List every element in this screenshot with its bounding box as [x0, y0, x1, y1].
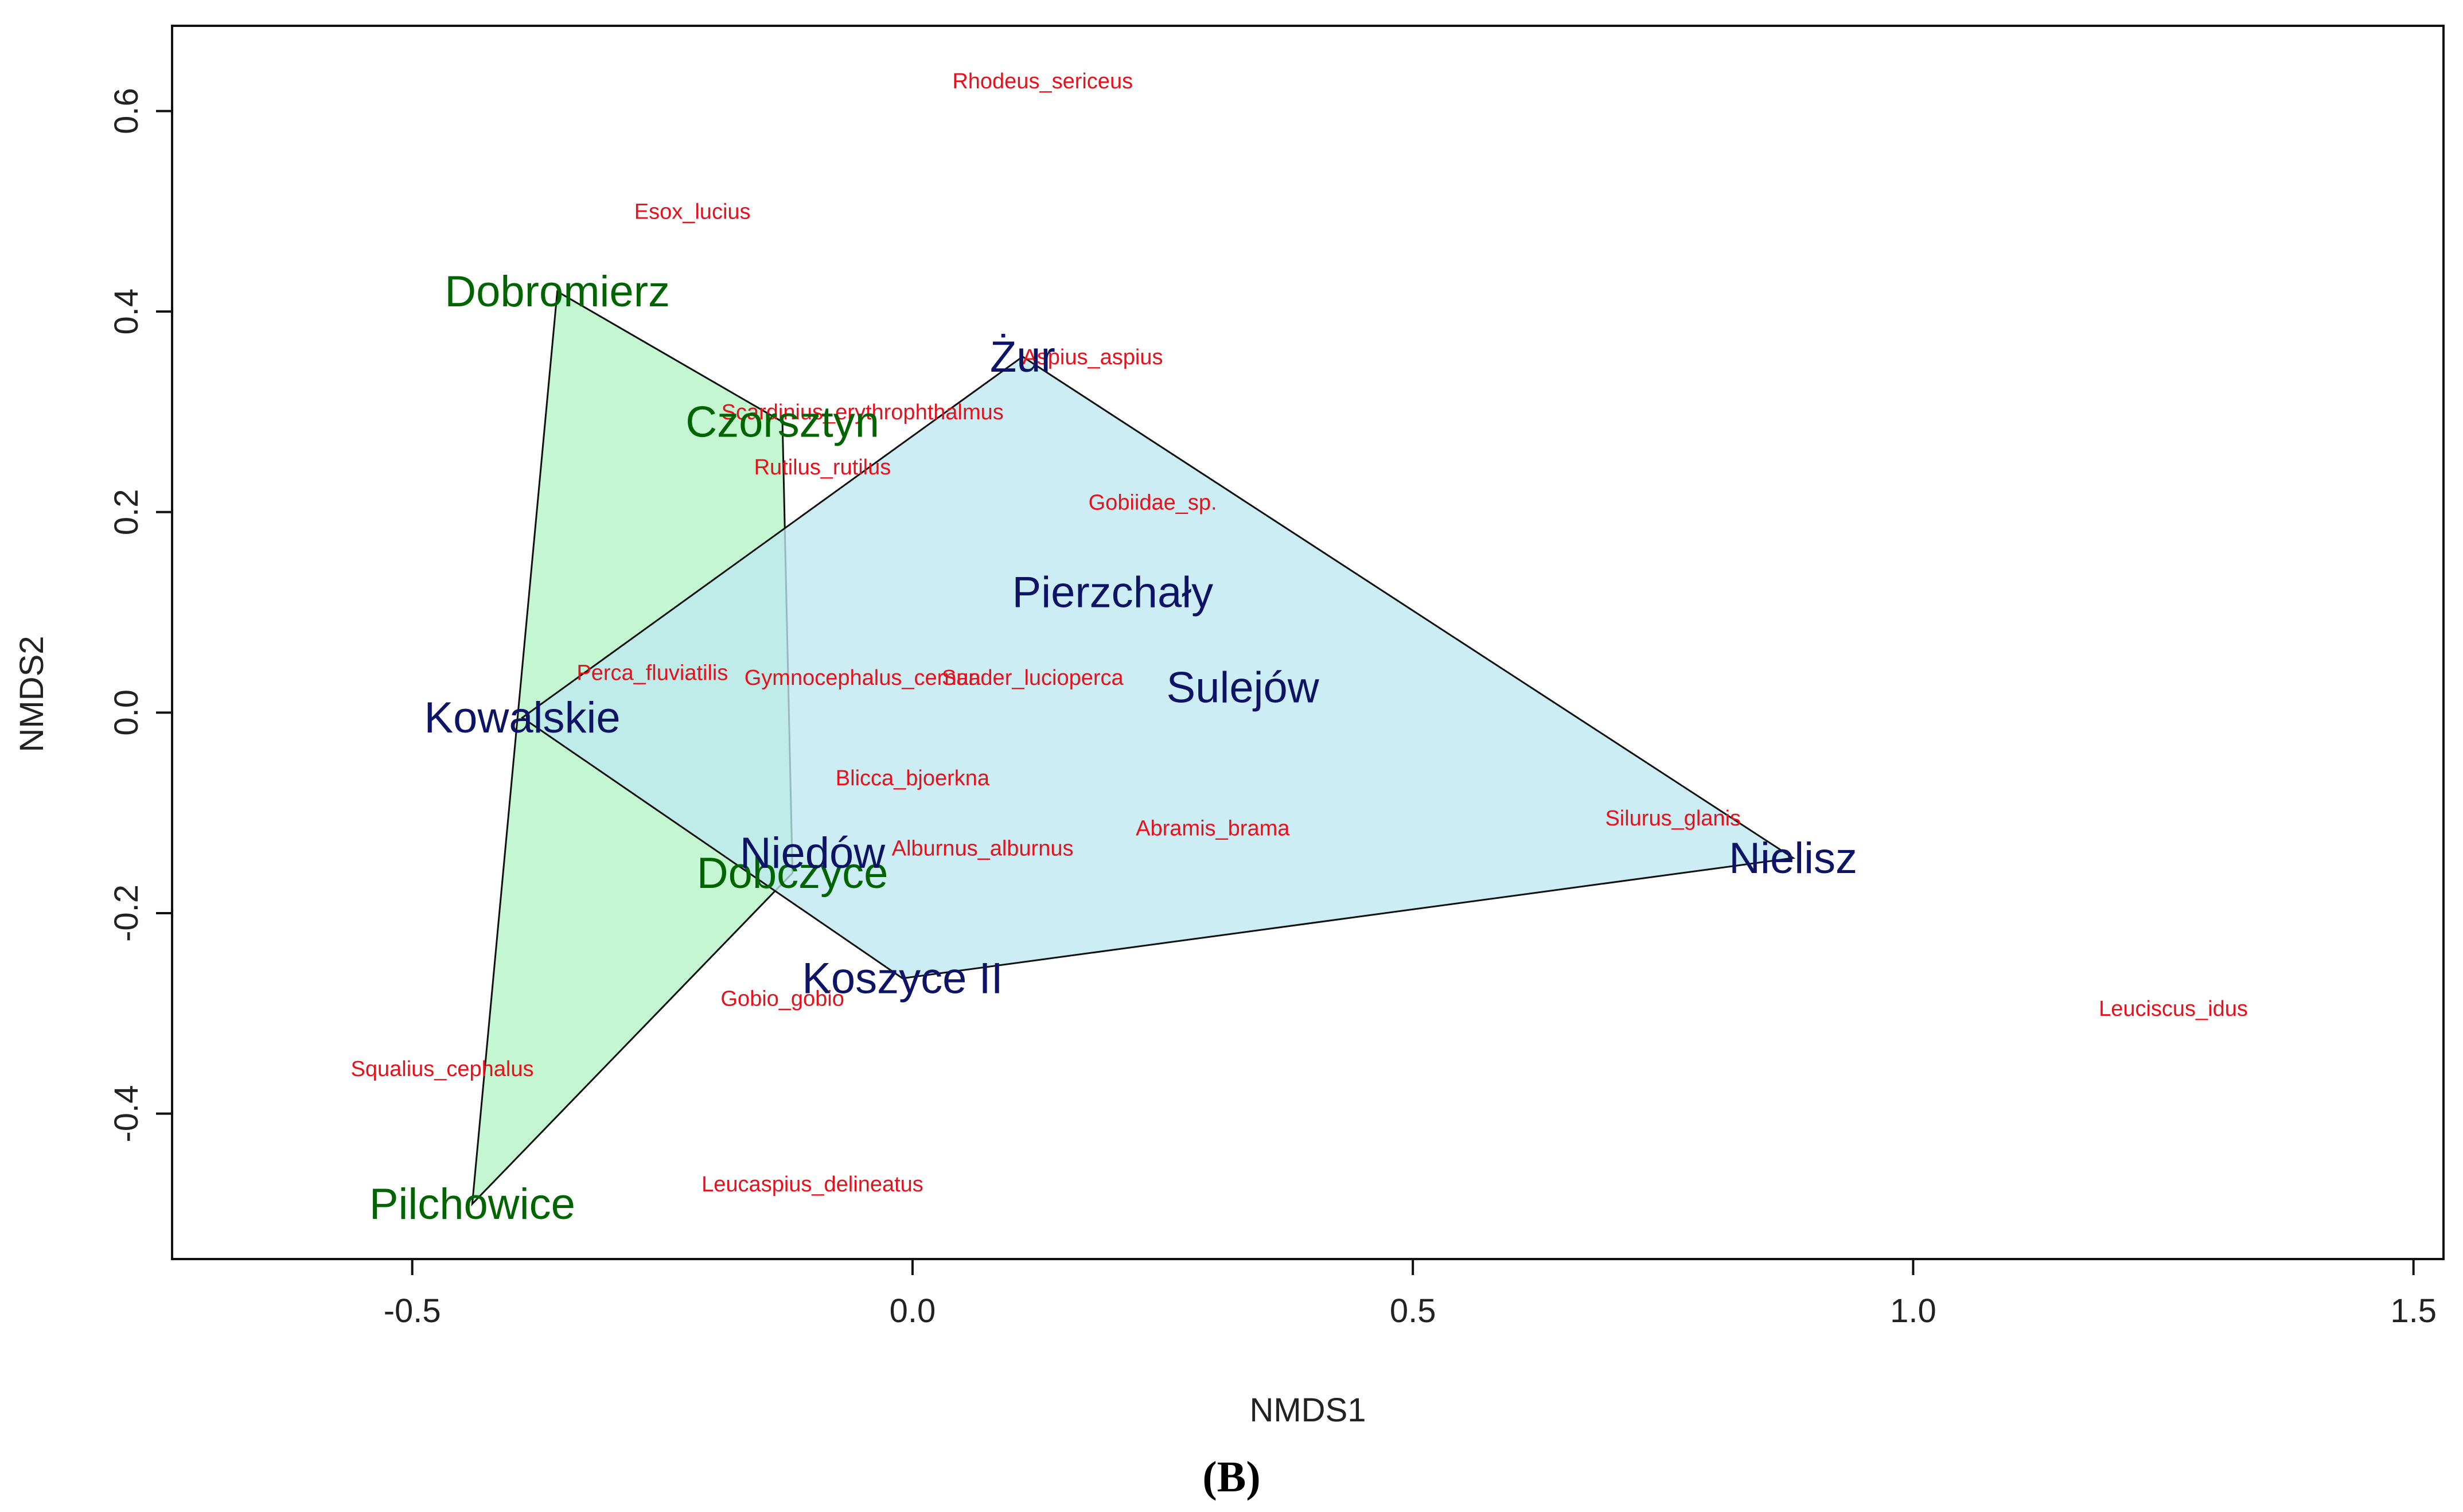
y-axis-title: NMDS2	[13, 636, 50, 752]
y-tick-label: 0.6	[108, 88, 145, 134]
y-axis: -0.4 -0.2 0.0 0.2 0.4 0.6	[108, 88, 173, 1143]
species-label: Rhodeus_sericeus	[952, 69, 1133, 93]
y-tick-label: 0.2	[108, 489, 145, 535]
species-label: Squalius_cephalus	[351, 1057, 534, 1081]
x-tick-label: 1.0	[1890, 1292, 1936, 1330]
species-label: Abramis_brama	[1136, 816, 1290, 840]
x-axis: -0.5 0.0 0.5 1.0 1.5	[384, 1258, 2437, 1330]
species-label: Scardinius_erythrophthalmus	[722, 400, 1004, 424]
species-label: Gobio_gobio	[720, 987, 844, 1011]
site-label: Niedów	[740, 829, 886, 878]
species-label: Alburnus_alburnus	[892, 836, 1074, 860]
site-label: Czorsztyn	[685, 398, 879, 446]
species-label: Blicca_bjoerkna	[836, 766, 990, 790]
site-label: Żur	[990, 333, 1055, 381]
species-label: Leuciscus_idus	[2099, 997, 2248, 1021]
x-tick-label: 0.0	[890, 1292, 936, 1330]
species-label: Rutilus_rutilus	[754, 455, 891, 480]
hull-group-2	[520, 355, 1796, 980]
x-tick-label: 1.5	[2390, 1292, 2437, 1330]
species-label: Leucaspius_delineatus	[702, 1172, 923, 1197]
species-label: Silurus_glanis	[1605, 806, 1741, 831]
x-axis-title: NMDS1	[1249, 1392, 1366, 1429]
site-label: Dobczyce	[697, 849, 888, 898]
species-label: Perca_fluviatilis	[576, 661, 728, 685]
site-label: Koszyce II	[802, 954, 1003, 1003]
site-label: Nielisz	[1729, 834, 1857, 883]
site-label: Sulejów	[1167, 664, 1320, 712]
site-label: Kowalskie	[424, 693, 620, 742]
site-label: Pierzchały	[1012, 568, 1214, 617]
x-tick-label: -0.5	[384, 1292, 441, 1330]
site-label: Pilchowice	[369, 1180, 575, 1229]
site-label: Dobromierz	[445, 267, 670, 316]
y-tick-label: -0.4	[108, 1085, 145, 1143]
species-label: Sander_lucioperca	[942, 666, 1124, 690]
species-labels: Rhodeus_sericeusEsox_luciusAspius_aspius…	[351, 69, 2248, 1197]
group-hulls	[471, 290, 1796, 1207]
y-tick-label: 0.4	[108, 289, 145, 335]
species-label: Esox_lucius	[634, 200, 751, 224]
species-label: Gobiidae_sp.	[1089, 490, 1217, 515]
x-tick-label: 0.5	[1390, 1292, 1436, 1330]
species-label: Aspius_aspius	[1022, 345, 1163, 369]
y-tick-label: 0.0	[108, 689, 145, 736]
y-tick-label: -0.2	[108, 884, 145, 942]
panel-label: (B)	[1202, 1453, 1260, 1501]
species-label: Gymnocephalus_cernua	[745, 666, 981, 690]
